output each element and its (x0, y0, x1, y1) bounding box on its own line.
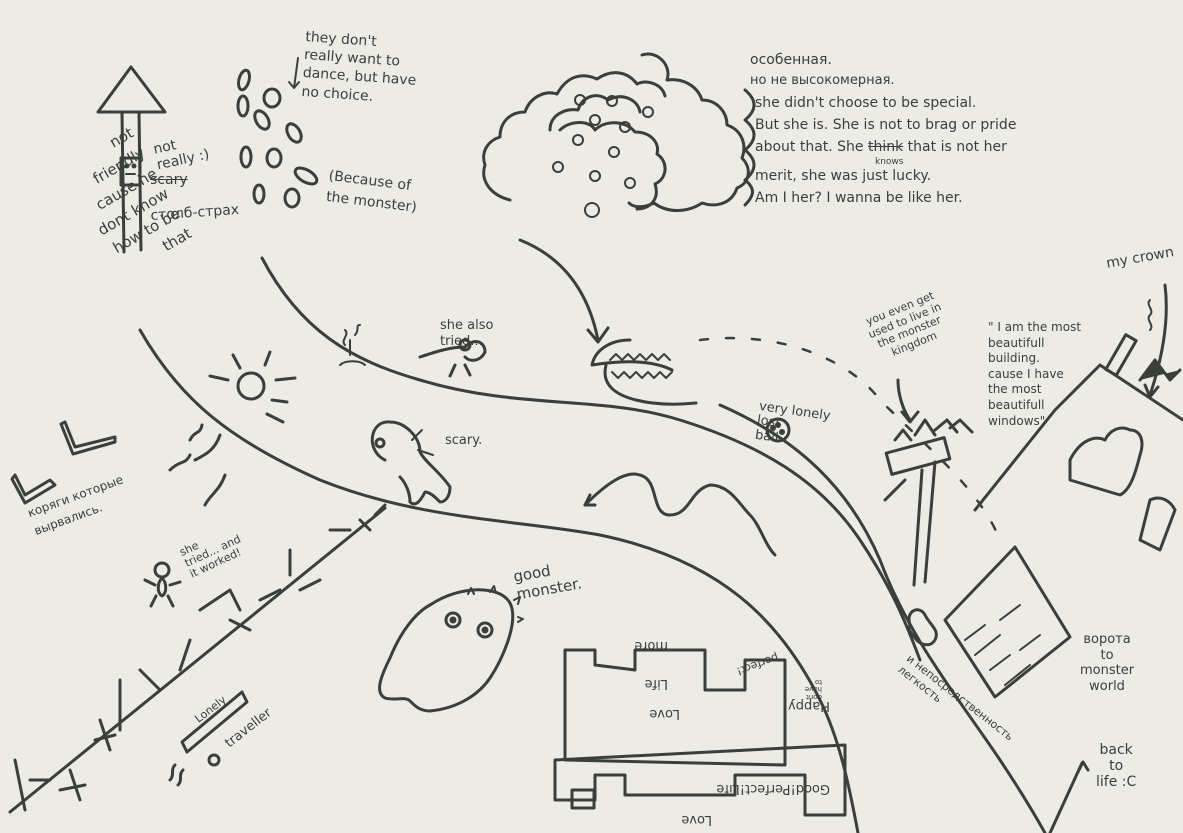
crown-squiggle-icon (1147, 299, 1153, 331)
beautiful-building-note: " I am the most beautifull building. cau… (988, 320, 1082, 428)
arrow-to-crown-icon (1143, 283, 1168, 399)
house-love-bottom-text: Love (681, 812, 712, 827)
special-line-7: Am I her? I wanna be like her. (755, 189, 963, 206)
bush-of-flowers-icon (482, 52, 750, 218)
special-line-6: merit, she was just lucky. (755, 167, 932, 184)
dancers-icon (236, 57, 319, 209)
arrow-to-monster-icon (518, 238, 610, 344)
special-line-6-knows: knows (875, 157, 904, 168)
bracket-icon (743, 88, 756, 207)
scary-struck-note: scary (150, 172, 188, 188)
monster-mouth-icon (590, 338, 698, 406)
river-arrow-icon (583, 493, 597, 507)
gate-to-monster-world-icon (943, 545, 1072, 699)
house-more-text: more (634, 638, 668, 653)
mirrored-house-icon (553, 648, 847, 817)
special-line-3: she didn't choose to be special. (755, 95, 977, 112)
gate-note: ворота to monster world (1080, 632, 1135, 694)
lonely-traveller-icon (168, 690, 249, 787)
good-monster-icon (378, 585, 524, 713)
arrow-to-castle-icon (896, 378, 920, 424)
special-line-2: но не высокомерная. (750, 73, 895, 89)
monster-kingdom-castle-icon (883, 418, 974, 587)
special-line-4: But she is. She is not to brag or pride (755, 117, 1017, 134)
scary-creature-icon (370, 420, 452, 506)
special-line-5b: that is not her (903, 139, 1007, 156)
sign-post-arrow-icon (96, 65, 167, 254)
wavy-river-icon (583, 472, 777, 557)
house-life-text: Life (644, 676, 668, 691)
beautiful-building-icon (973, 333, 1183, 552)
house-love-text: Love (649, 706, 680, 721)
back-to-life-arrow-icon (1048, 760, 1090, 833)
she-also-tried-note: she also tried... (440, 318, 494, 349)
sun-icon (208, 350, 297, 424)
house-good-perfect-life-text: Good!Perfect!Life (716, 781, 830, 796)
special-girl-note: особенная. но не высокомерная. she didn'… (750, 52, 1016, 206)
bird-icon (418, 338, 487, 378)
dancers-note: they don't really want to dance, but hav… (301, 28, 417, 105)
special-line-5a: about that. She (755, 139, 868, 156)
wind-squiggles-icon (168, 423, 227, 507)
special-line-5: about that. She think that is not her (755, 139, 1016, 155)
special-line-5-struck: think (868, 139, 904, 156)
road-middle-edge (138, 328, 860, 833)
scary-note: scary. (445, 433, 483, 448)
special-line-1: особенная. (750, 52, 832, 68)
road-upper-edge (260, 256, 922, 662)
lost-ball-icon (765, 417, 791, 443)
roots-icon (10, 420, 117, 505)
house-happy-text: Happy! (782, 698, 830, 713)
girl-figure-icon (143, 561, 182, 608)
bug-creature-icon (907, 608, 938, 647)
barbed-fence-icon (8, 503, 387, 814)
road-right-edge (718, 403, 1047, 833)
back-to-life-note: back to life :C (1096, 742, 1137, 791)
campfire-icon (339, 324, 366, 366)
